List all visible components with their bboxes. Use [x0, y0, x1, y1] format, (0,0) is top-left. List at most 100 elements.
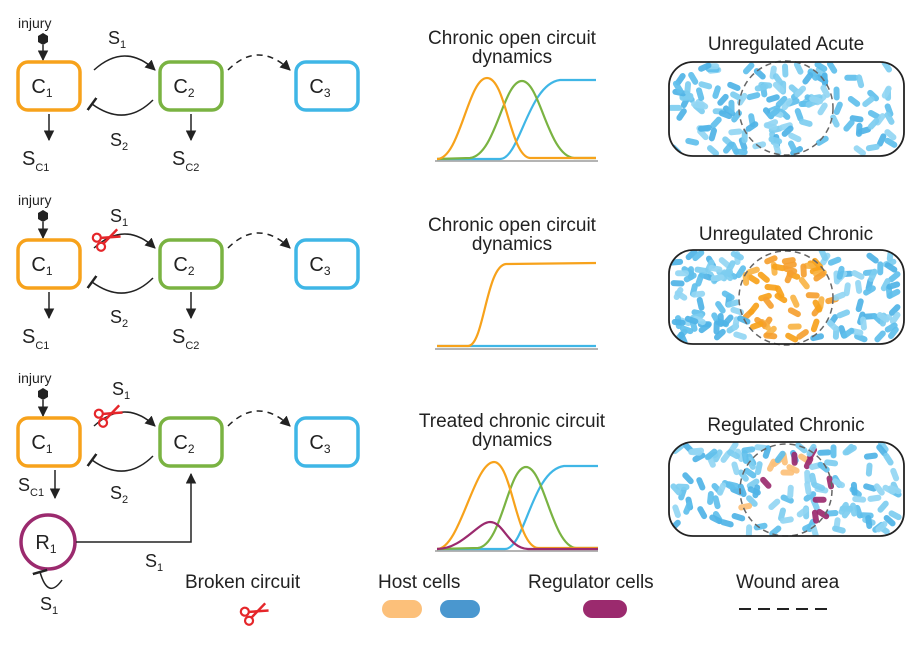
- curve-c1: [437, 261, 597, 348]
- cell-capsule: [791, 451, 798, 466]
- cell-capsule: [685, 250, 698, 261]
- cell-capsule: [757, 271, 770, 283]
- inhibition-arc-s2: [86, 275, 154, 294]
- cell-capsule: [816, 508, 830, 520]
- cell-capsule: [678, 331, 688, 344]
- cell-capsule: [774, 450, 786, 464]
- cell-capsule: [856, 74, 865, 89]
- cell-capsule: [763, 332, 778, 340]
- dynamics-title-line1: Chronic open circuit: [428, 215, 597, 236]
- cell-capsule: [884, 111, 895, 125]
- cell-capsule: [863, 285, 876, 296]
- cell-capsule: [726, 299, 740, 308]
- cell-capsule: [803, 456, 814, 470]
- r1-self-label: S: [40, 594, 52, 614]
- cell-capsule: [685, 137, 700, 146]
- cell-capsule: [802, 72, 814, 85]
- cell-capsule: [772, 73, 784, 86]
- cell-capsule: [710, 274, 725, 282]
- cell-capsule: [738, 137, 748, 151]
- cell-capsule: [754, 461, 763, 476]
- svg-text:S2: S2: [110, 483, 128, 506]
- inhibition-arc-s2: [86, 97, 154, 116]
- cell-capsule: [817, 461, 830, 473]
- node-c2: [158, 416, 224, 468]
- cell-capsule: [889, 311, 901, 325]
- svg-text:C3: C3: [309, 76, 330, 100]
- cell-capsule: [807, 68, 819, 81]
- cell-capsule: [804, 481, 812, 496]
- cell-capsule: [706, 145, 720, 156]
- cell-capsule: [698, 81, 713, 90]
- cell-capsule: [771, 263, 786, 272]
- cell-capsule: [832, 291, 846, 301]
- cell-capsule: [767, 107, 780, 119]
- svg-text:SC1: SC1: [18, 475, 44, 499]
- svg-text:C2: C2: [173, 432, 194, 456]
- cell-capsule: [712, 495, 721, 510]
- cell-capsule: [888, 510, 902, 521]
- cell-capsule: [886, 281, 901, 290]
- cell-capsule: [705, 448, 718, 460]
- cell-capsule: [794, 85, 807, 98]
- cell-capsule: [742, 62, 755, 75]
- tissue-outline: [668, 61, 905, 157]
- injury-label: injury: [18, 15, 51, 31]
- cell-capsule: [841, 506, 853, 519]
- cell-capsule: [860, 316, 867, 331]
- cell-capsule: [743, 467, 757, 479]
- cell-capsule: [827, 256, 842, 266]
- cell-capsule: [775, 95, 788, 108]
- cell-capsule: [718, 110, 733, 120]
- node-r1-label: R: [35, 532, 49, 554]
- cell-capsule: [730, 250, 744, 261]
- activation-arrow-s1: [93, 55, 156, 71]
- cell-capsule: [881, 62, 893, 73]
- row-1-wound: Unregulated Acute: [668, 34, 905, 157]
- cell-capsule: [684, 315, 699, 325]
- cell-capsule: [672, 504, 681, 518]
- cell-capsule: [887, 326, 899, 339]
- cell-capsule: [752, 141, 767, 150]
- cell-capsule: [850, 481, 858, 496]
- dashed-arrow-c2-c3: [227, 410, 291, 427]
- cell-capsule: [884, 322, 898, 333]
- cell-capsule: [820, 84, 831, 98]
- injury-hexagon-icon: [38, 33, 48, 45]
- legend-wound-area: Wound area: [736, 572, 840, 593]
- cell-capsule: [727, 449, 740, 460]
- cell-capsule: [815, 74, 829, 85]
- cell-capsule: [866, 252, 879, 264]
- cell-capsule: [855, 298, 864, 313]
- curve-r1: [436, 520, 598, 551]
- cell-capsule: [695, 273, 705, 287]
- cell-capsule: [696, 296, 705, 311]
- cell-capsule: [670, 483, 682, 496]
- cell-capsule: [717, 482, 727, 496]
- cell-capsule: [675, 270, 689, 277]
- cell-capsule: [842, 443, 855, 456]
- cell-capsule: [863, 452, 878, 460]
- cell-capsule: [778, 108, 791, 120]
- cell-capsule: [806, 443, 817, 457]
- cell-population: [669, 62, 898, 156]
- cell-capsule: [851, 270, 865, 280]
- dynamics-title-line1: Chronic open circuit: [428, 28, 597, 49]
- cell-capsule: [884, 129, 897, 141]
- cell-capsule: [826, 62, 838, 74]
- cell-capsule: [784, 269, 794, 284]
- svg-text:C1: C1: [31, 254, 52, 278]
- cell-capsule: [692, 315, 706, 326]
- node-c2: [158, 238, 224, 290]
- cell-capsule: [760, 476, 772, 489]
- cell-capsule: [746, 274, 760, 285]
- cell-capsule: [877, 500, 889, 513]
- dynamics-title-line2: dynamics: [472, 430, 552, 451]
- cell-capsule: [766, 94, 780, 103]
- cell-capsule: [873, 483, 885, 496]
- inhibition-arc-s2: [86, 453, 154, 472]
- cell-capsule: [850, 502, 858, 517]
- node-r1: [19, 513, 77, 571]
- wound-area-circle: [738, 60, 834, 156]
